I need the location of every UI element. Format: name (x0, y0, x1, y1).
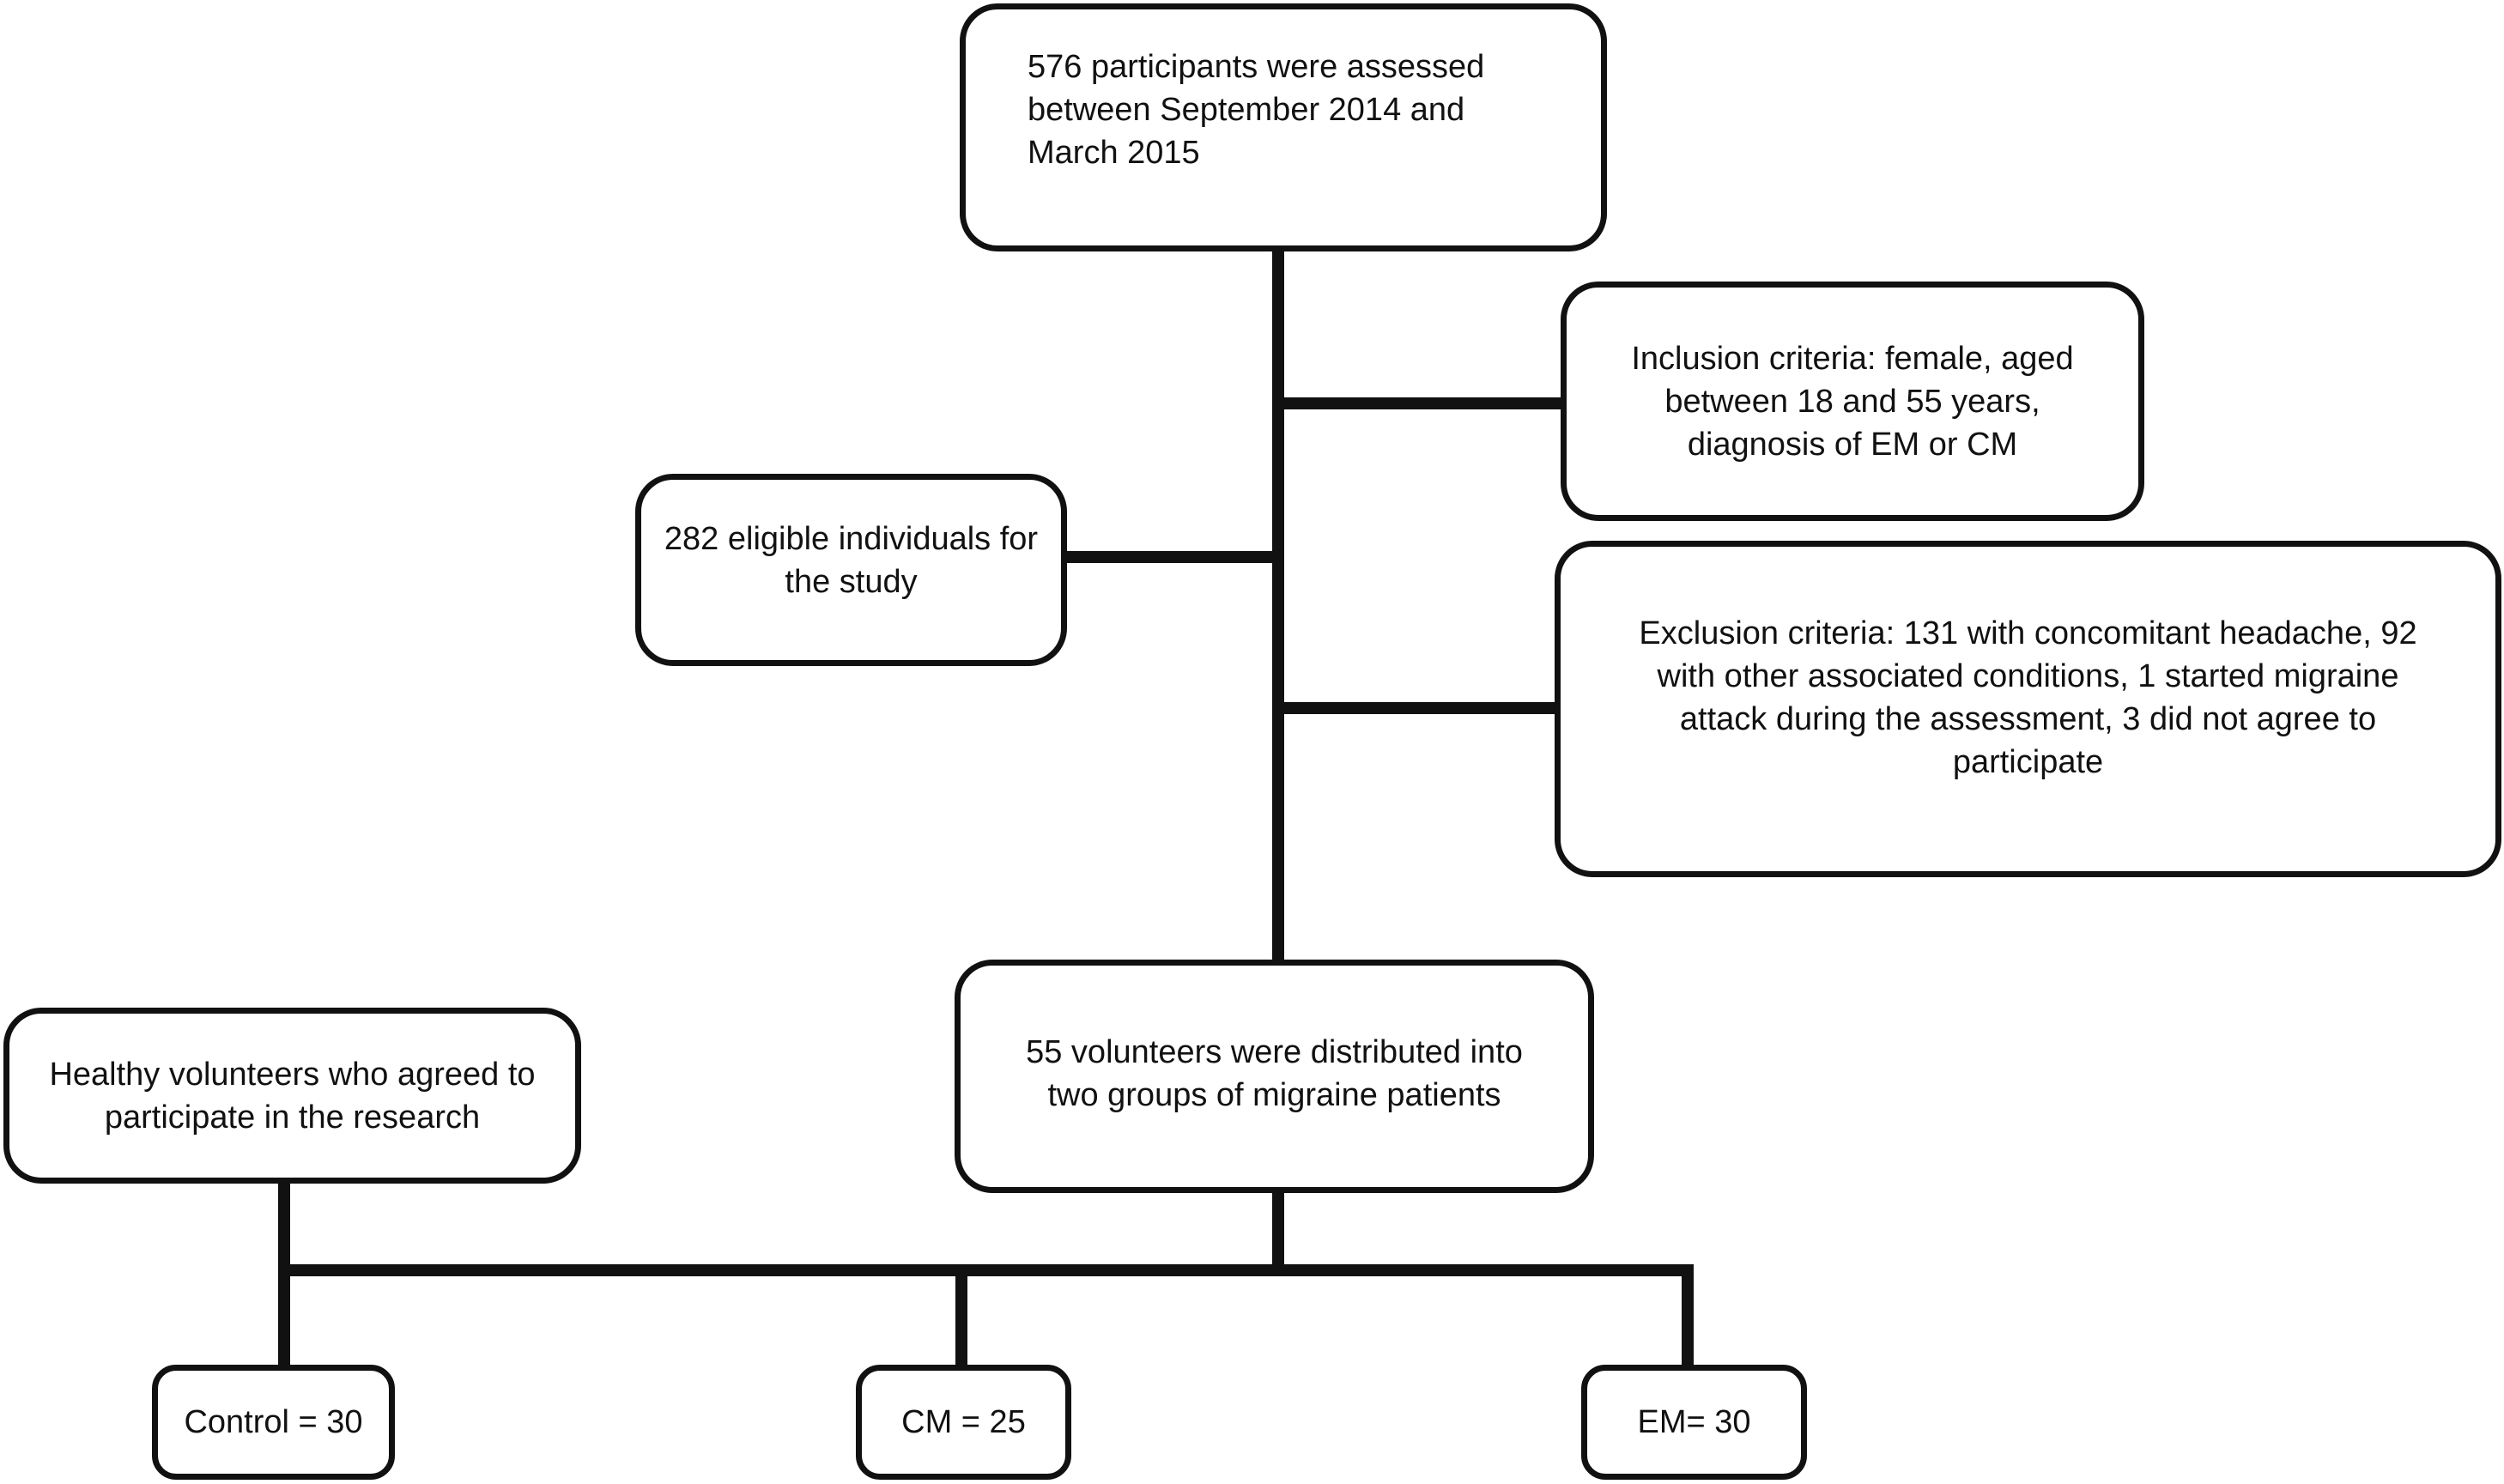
inclusion-criteria-text: Inclusion criteria: female, aged between… (1631, 340, 2074, 463)
control-box: Control = 30 (152, 1365, 395, 1480)
exclusion-criteria-box: Exclusion criteria: 131 with concomitant… (1555, 541, 2501, 877)
control-text: Control = 30 (184, 1404, 363, 1440)
eligible-box: 282 eligible individuals for the study (635, 474, 1067, 666)
cm-text: CM = 25 (901, 1404, 1026, 1440)
exclusion-criteria-text: Exclusion criteria: 131 with concomitant… (1639, 615, 2417, 780)
assessed-box: 576 participants were assessed between S… (960, 3, 1607, 251)
em-box: EM= 30 (1581, 1365, 1807, 1480)
em-text: EM= 30 (1637, 1404, 1751, 1440)
distributed-text: 55 volunteers were distributed into two … (1026, 1034, 1523, 1113)
healthy-volunteers-text: Healthy volunteers who agreed to partici… (49, 1057, 536, 1136)
inclusion-criteria-box: Inclusion criteria: female, aged between… (1561, 282, 2144, 521)
healthy-volunteers-box: Healthy volunteers who agreed to partici… (3, 1008, 581, 1184)
assessed-text: 576 participants were assessed between S… (1028, 49, 1485, 171)
eligible-text: 282 eligible individuals for the study (664, 521, 1039, 600)
distributed-box: 55 volunteers were distributed into two … (955, 960, 1594, 1193)
cm-box: CM = 25 (856, 1365, 1071, 1480)
